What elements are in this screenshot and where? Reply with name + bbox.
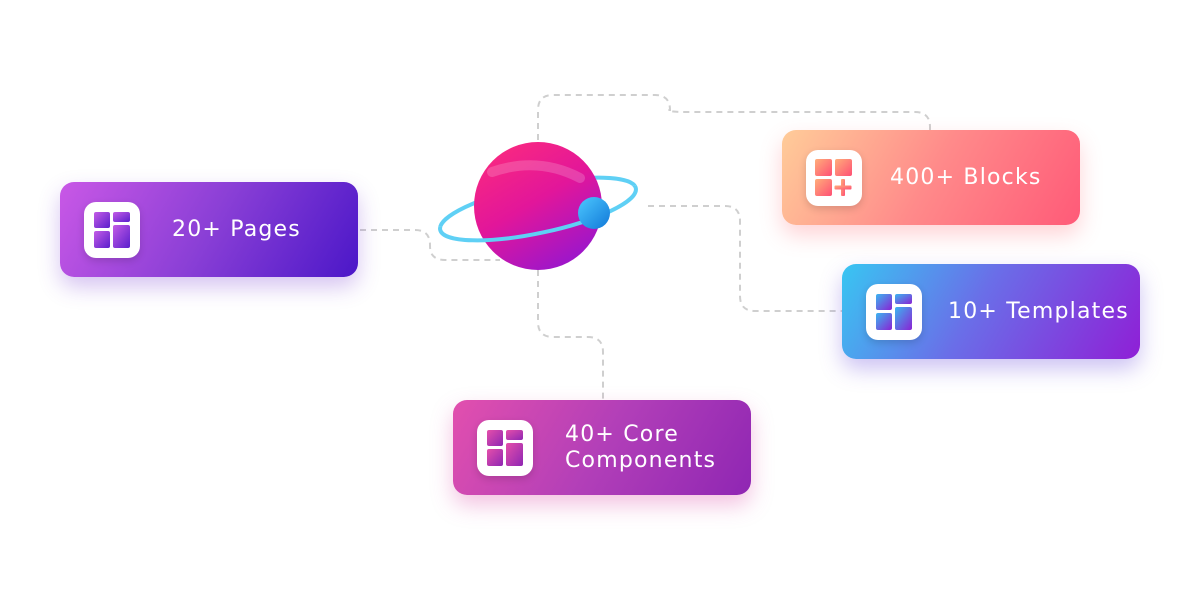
- node-pages-label: 20+ Pages: [172, 216, 301, 242]
- connector-to-blocks: [537, 94, 931, 140]
- layout-grid-icon: [84, 201, 140, 258]
- connector-to-core: [537, 270, 604, 400]
- node-core-label-line1: 40+ Core: [565, 422, 679, 448]
- layout-grid-icon: [477, 419, 533, 476]
- node-core-label-line2: Components: [565, 447, 717, 473]
- planet-icon: [430, 138, 650, 278]
- node-blocks: 400+ Blocks: [782, 130, 1080, 225]
- node-core-components: 40+ Core Components: [453, 400, 751, 495]
- node-blocks-label: 400+ Blocks: [890, 164, 1042, 190]
- blocks-add-icon: [806, 149, 862, 206]
- node-core-components-label: 40+ Core Components: [565, 422, 751, 473]
- node-templates-label: 10+ Templates: [948, 298, 1129, 324]
- node-pages: 20+ Pages: [60, 182, 358, 277]
- connector-to-pages: [360, 229, 500, 261]
- layout-grid-icon: [866, 283, 922, 340]
- node-templates: 10+ Templates: [842, 264, 1140, 359]
